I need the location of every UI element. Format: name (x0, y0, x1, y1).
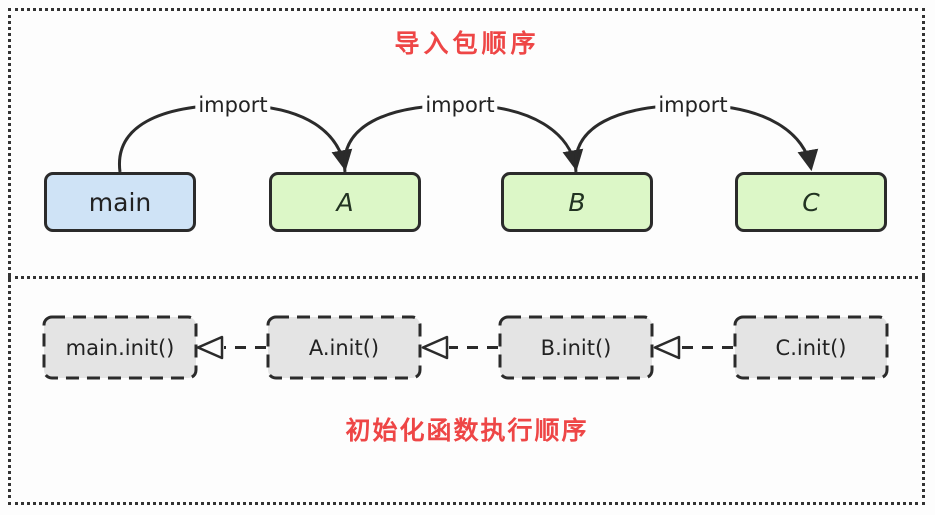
init-node-box-c (733, 315, 889, 380)
init-arrow-c-to-b-head (653, 335, 681, 360)
init-node-box-a (266, 315, 422, 380)
package-node-a: A (269, 172, 421, 232)
import-arrow-label-1: import (195, 93, 271, 117)
init-node-box-b (498, 315, 654, 380)
init-arrow-a-to-main-head (196, 335, 224, 360)
init-node-a: A.init() (308, 335, 380, 360)
section-divider (8, 276, 925, 279)
init-order-title: 初始化函数执行顺序 (345, 416, 589, 445)
init-node-box-main (42, 315, 198, 380)
package-node-b: B (501, 172, 653, 232)
outer-dotted-frame (8, 8, 925, 505)
import-order-title: 导入包顺序 (394, 29, 540, 58)
import-arrow-label-2: import (422, 93, 498, 117)
init-arrow-b-to-a-head (421, 335, 449, 360)
init-node-main: main.init() (65, 335, 175, 360)
init-node-c: C.init() (775, 335, 847, 360)
import-arrow-label-3: import (655, 93, 731, 117)
init-node-b: B.init() (540, 335, 612, 360)
package-node-c: C (735, 172, 887, 232)
package-node-main: main (44, 172, 196, 232)
